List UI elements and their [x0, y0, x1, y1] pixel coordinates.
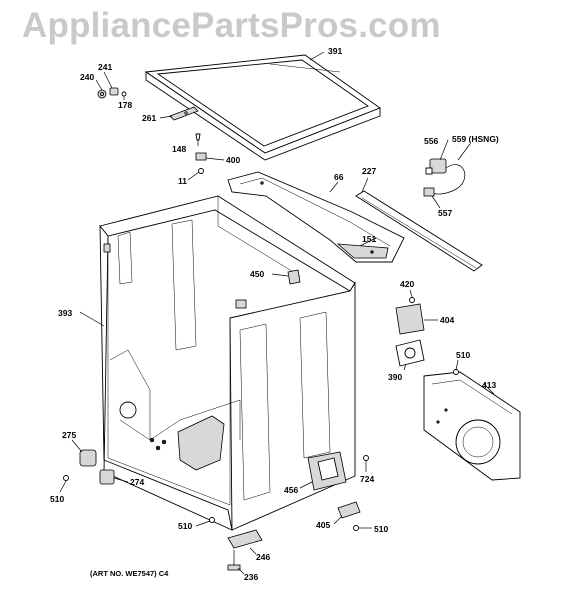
screw-part-510-left[interactable]	[63, 475, 69, 481]
label-556: 556	[424, 136, 438, 146]
label-240: 240	[80, 72, 94, 82]
callout-labels: 391 241 240 178 261 148 400 11 66 227 55…	[50, 46, 499, 582]
label-236: 236	[244, 572, 258, 582]
door-switch-part[interactable]	[425, 158, 447, 175]
leader-lines	[59, 51, 495, 575]
bracket-part-456[interactable]	[307, 451, 347, 491]
screw-part-510-bottom[interactable]	[209, 517, 215, 523]
label-66: 66	[334, 172, 344, 182]
clip-part-450[interactable]	[287, 269, 301, 285]
plate-part-404[interactable]	[395, 303, 425, 335]
label-246: 246	[256, 552, 270, 562]
screw-part-510-right[interactable]	[453, 369, 459, 375]
knob-part[interactable]	[97, 89, 107, 99]
label-400: 400	[226, 155, 240, 165]
label-227: 227	[362, 166, 376, 176]
foot-part-236[interactable]	[227, 550, 241, 571]
label-11: 11	[178, 176, 187, 186]
label-151: 151	[362, 234, 376, 244]
harness-part[interactable]	[423, 164, 466, 197]
screw-part-510-bottom-right[interactable]	[353, 525, 359, 531]
screw-part-724[interactable]	[363, 455, 369, 461]
label-557: 557	[438, 208, 452, 218]
label-241: 241	[98, 62, 112, 72]
screw-part-148[interactable]	[195, 133, 201, 141]
label-275: 275	[62, 430, 76, 440]
label-724: 724	[360, 474, 374, 484]
art-number: (ART NO. WE7547) C4	[90, 569, 169, 578]
bracket-part-261[interactable]	[169, 106, 199, 121]
top-panel-part[interactable]	[144, 54, 381, 161]
clip-part-400[interactable]	[195, 152, 207, 161]
spring-part[interactable]	[109, 87, 119, 96]
screw-part-420[interactable]	[409, 297, 415, 303]
label-391: 391	[328, 46, 342, 56]
label-393: 393	[58, 308, 72, 318]
label-510-bottom: 510	[178, 521, 192, 531]
screw-part-11[interactable]	[198, 168, 204, 174]
top-brace-part[interactable]	[227, 171, 405, 263]
lamp-part-275[interactable]	[79, 449, 97, 467]
label-420: 420	[400, 279, 414, 289]
label-261: 261	[142, 113, 156, 123]
bracket-part-390[interactable]	[395, 339, 425, 367]
rail-part[interactable]	[355, 190, 483, 272]
rear-panel-part[interactable]	[423, 371, 521, 481]
label-510-right: 510	[456, 350, 470, 360]
label-559: 559 (HSNG)	[452, 134, 499, 144]
switch-part-274[interactable]	[99, 469, 115, 485]
label-450: 450	[250, 269, 264, 279]
screw-part-178[interactable]	[121, 91, 127, 97]
hinge-part-405[interactable]	[337, 501, 361, 519]
label-274: 274	[130, 477, 144, 487]
label-510-left: 510	[50, 494, 64, 504]
label-404: 404	[440, 315, 454, 325]
label-510-bottom-right: 510	[374, 524, 388, 534]
watermark: AppliancePartsPros.com	[22, 6, 441, 45]
label-148: 148	[172, 144, 186, 154]
label-178: 178	[118, 100, 132, 110]
label-413: 413	[482, 380, 496, 390]
label-456: 456	[284, 485, 298, 495]
label-405: 405	[316, 520, 330, 530]
label-390: 390	[388, 372, 402, 382]
leveling-leg-part-246[interactable]	[227, 529, 263, 549]
